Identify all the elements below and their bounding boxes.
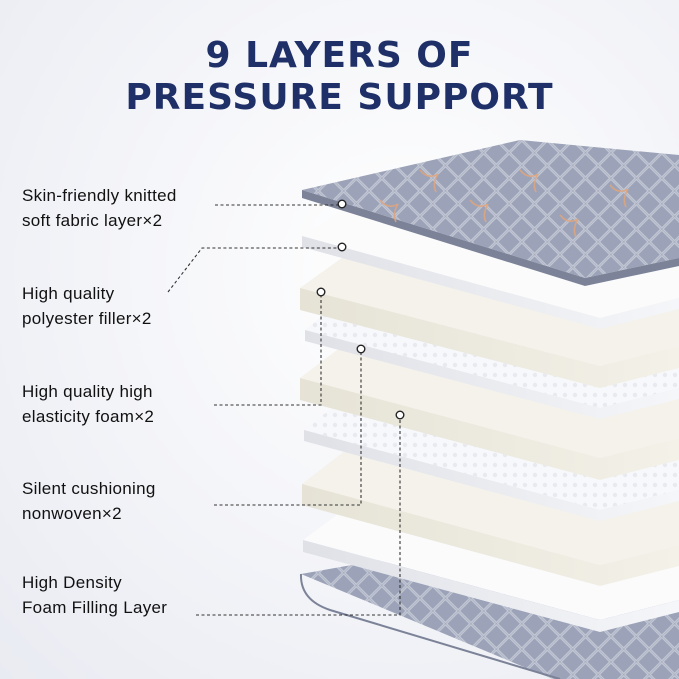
label-polyester-filler-line2: polyester filler×2: [22, 309, 152, 328]
title-line-1: 9 LAYERS OF: [205, 35, 474, 76]
label-polyester-filler: High quality polyester filler×2: [22, 281, 152, 331]
title-line-2: PRESSURE SUPPORT: [125, 77, 554, 118]
leader-dot-2: [337, 242, 347, 252]
label-polyester-filler-line1: High quality: [22, 284, 115, 303]
leader-lines: [167, 204, 401, 616]
label-density-foam-line2: Foam Filling Layer: [22, 598, 168, 617]
label-density-foam: High Density Foam Filling Layer: [22, 570, 167, 620]
label-cushioning-nonwoven-line1: Silent cushioning: [22, 479, 156, 498]
label-knitted-fabric-line2: soft fabric layer×2: [22, 211, 163, 230]
leader-dot-1: [337, 199, 347, 209]
label-density-foam-line1: High Density: [22, 573, 122, 592]
leader-dots: [316, 199, 405, 420]
leader-dot-4: [356, 344, 366, 354]
label-elasticity-foam-line1: High quality high: [22, 382, 153, 401]
label-elasticity-foam-line2: elasticity foam×2: [22, 407, 155, 426]
layer-quilted-top: [302, 140, 679, 286]
leader-line-5: [196, 416, 401, 616]
label-cushioning-nonwoven: Silent cushioning nonwoven×2: [22, 476, 156, 526]
leader-line-4: [214, 350, 362, 506]
leader-dot-5: [395, 410, 405, 420]
label-knitted-fabric-line1: Skin-friendly knitted: [22, 186, 177, 205]
leader-line-2: [167, 247, 342, 293]
label-elasticity-foam: High quality high elasticity foam×2: [22, 379, 154, 429]
leader-dot-3: [316, 287, 326, 297]
label-cushioning-nonwoven-line2: nonwoven×2: [22, 504, 122, 523]
label-knitted-fabric: Skin-friendly knitted soft fabric layer×…: [22, 183, 177, 233]
leader-line-3: [214, 294, 322, 406]
